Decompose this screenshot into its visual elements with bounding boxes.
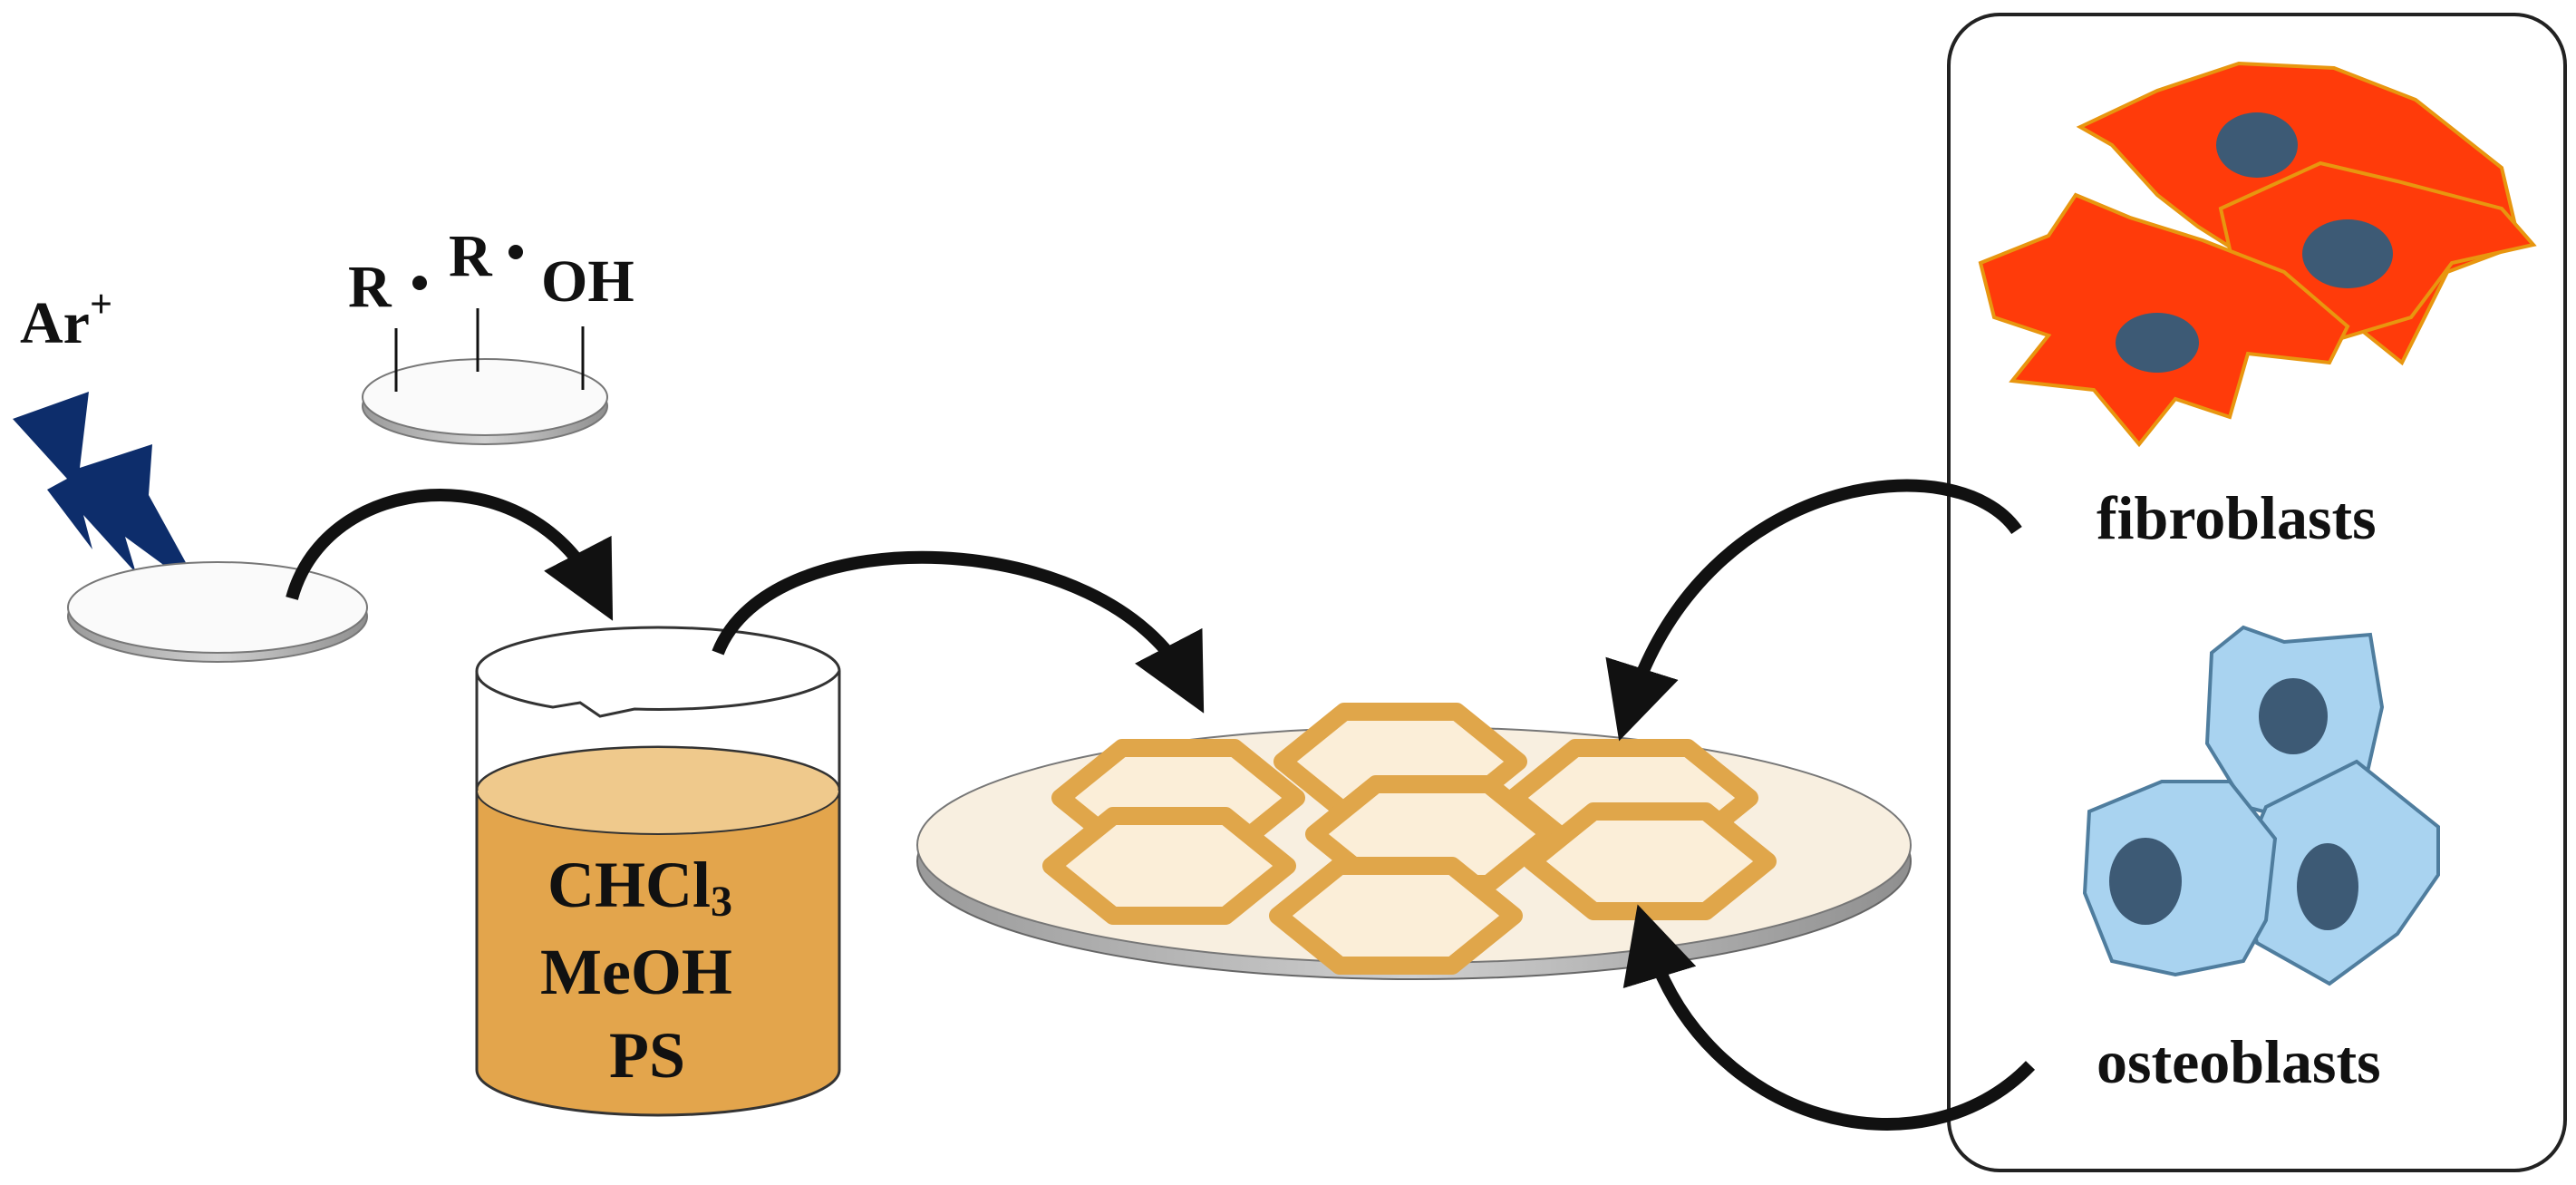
ion-label: Ar+ — [20, 282, 112, 356]
radical-dot-1 — [412, 276, 427, 290]
hydroxyl-label: OH — [541, 248, 634, 315]
fibroblast-nucleus-2 — [2302, 219, 2393, 288]
beaker-label-meoh: MeOH — [540, 936, 732, 1008]
ion-charge: + — [90, 282, 112, 326]
arrow-disc-to-beaker — [286, 489, 614, 621]
untreated-substrate-disc — [67, 561, 368, 663]
radical-dot-2 — [508, 245, 523, 259]
fibroblast-nucleus-1 — [2216, 112, 2298, 178]
radical-label-1: R — [348, 254, 392, 320]
fibroblast-cells — [1978, 61, 2537, 448]
beaker-label-chcl3: CHCl3 — [547, 849, 732, 926]
fibroblasts-label: fibroblasts — [2097, 483, 2377, 552]
arrow-fibroblasts-to-dish — [1605, 479, 2022, 742]
radical-label-2: R — [449, 223, 493, 289]
osteoblast-nucleus-1 — [2259, 678, 2328, 754]
fibroblast-nucleus-3 — [2116, 313, 2199, 373]
osteoblast-cells — [2082, 625, 2440, 986]
beaker — [475, 626, 841, 1117]
functionalized-substrate-disc — [362, 308, 608, 445]
honeycomb-cell-7 — [1523, 802, 1777, 920]
osteoblast-nucleus-2 — [2297, 843, 2358, 930]
ion-symbol: Ar — [20, 290, 90, 356]
osteoblast-nucleus-3 — [2109, 838, 2182, 925]
lightning-bolt-icon — [13, 392, 203, 594]
honeycomb-pattern — [1042, 703, 1777, 975]
osteoblasts-label: osteoblasts — [2097, 1027, 2381, 1096]
honeycomb-cell-6 — [1269, 857, 1523, 975]
honeycomb-cell-5 — [1042, 807, 1296, 925]
arrow-beaker-to-dish — [712, 550, 1205, 714]
cell-types-panel — [1947, 13, 2567, 1172]
beaker-label-ps: PS — [609, 1019, 685, 1092]
honeycomb-film-dish — [916, 703, 1912, 980]
arrow-osteoblasts-to-dish — [1622, 904, 2036, 1131]
